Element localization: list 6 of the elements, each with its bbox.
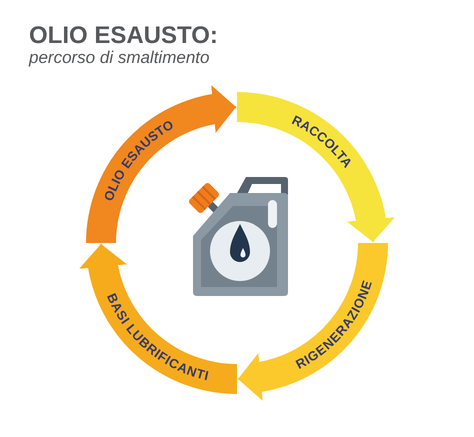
arrow: [238, 353, 263, 401]
arrow: [211, 85, 236, 133]
arrow: [347, 217, 395, 242]
subtitle: percorso di smaltimento: [29, 48, 210, 68]
arrow: [79, 244, 127, 269]
title: OLIO ESAUSTO:: [29, 22, 218, 50]
